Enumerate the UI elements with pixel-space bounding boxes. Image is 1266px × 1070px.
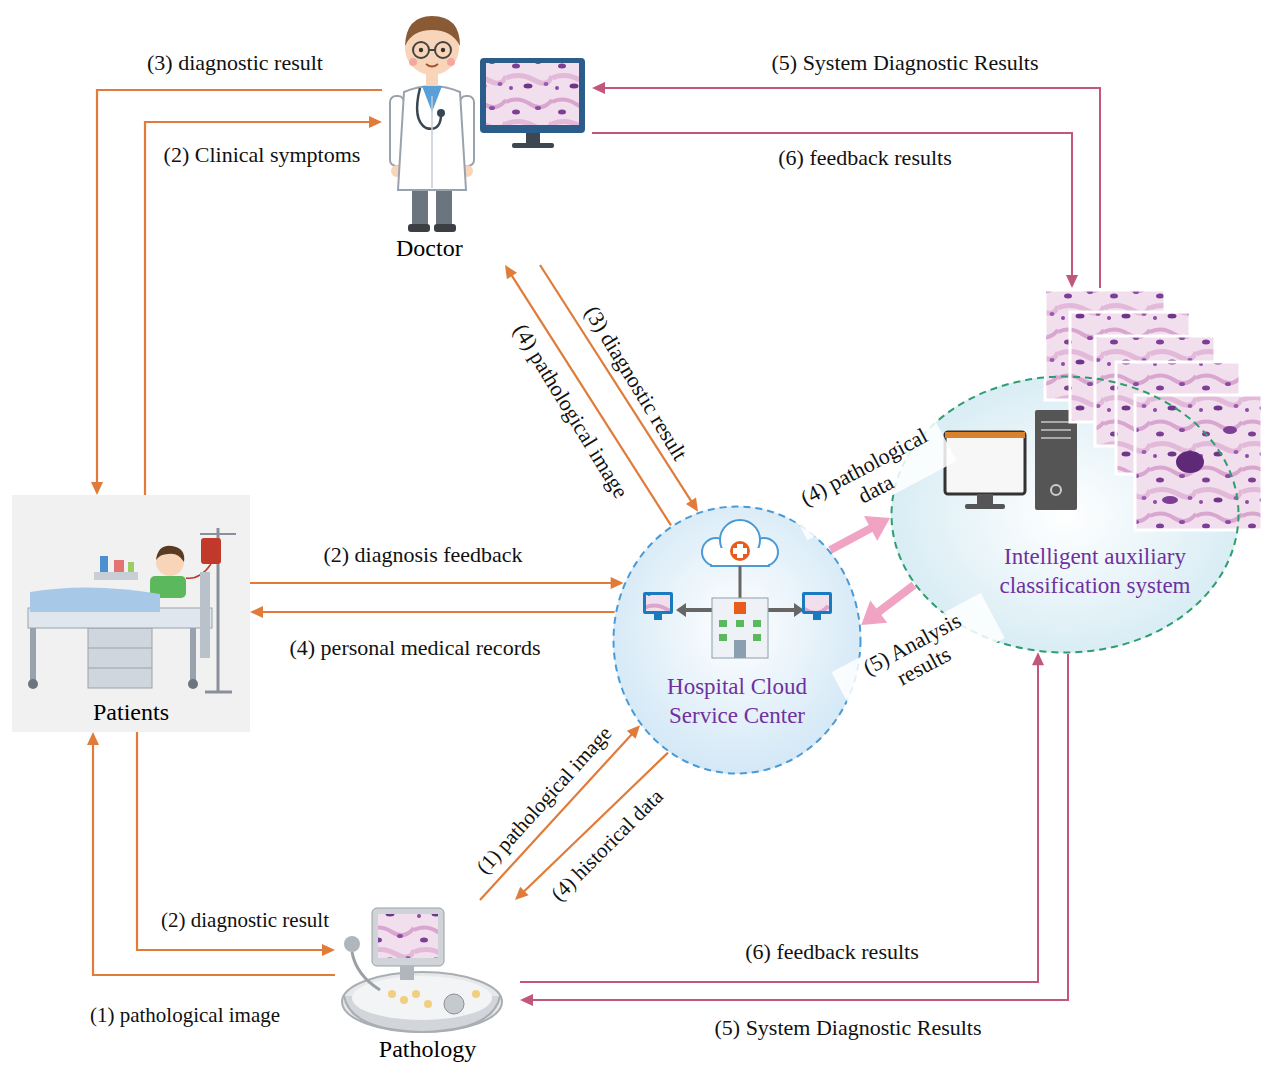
- node-box: Doctor: [382, 5, 592, 265]
- connector: [91, 90, 382, 495]
- arrowhead: [592, 82, 605, 94]
- arrowhead: [864, 516, 890, 541]
- arrowhead: [505, 265, 517, 279]
- arrowhead: [861, 601, 887, 625]
- edge-label: (4) pathological data: [784, 416, 957, 540]
- connector: [861, 585, 914, 625]
- arrowhead: [627, 725, 640, 739]
- node-box: Intelligent auxiliary classification sys…: [890, 288, 1262, 654]
- node-outline: [890, 288, 1262, 654]
- connector-line: [480, 732, 634, 900]
- pathology-images: [1045, 290, 1262, 530]
- edge-label: (2) Clinical symptoms: [162, 142, 363, 167]
- arrowhead: [1032, 652, 1044, 665]
- node-box: Hospital Cloud Service Center: [612, 505, 862, 775]
- node-label: Doctor: [396, 233, 506, 263]
- patients-ground: [12, 495, 250, 732]
- doctor-figure: [390, 16, 474, 232]
- connector-line: [601, 88, 1100, 288]
- connector-line: [529, 654, 1068, 1000]
- edge-label: (6) feedback results: [743, 939, 920, 964]
- connector: [592, 133, 1078, 288]
- arrowhead: [520, 994, 533, 1006]
- connector-line: [259, 611, 615, 613]
- dashed-ellipse: [892, 377, 1239, 653]
- node-outline: [612, 505, 862, 775]
- connector-line: [830, 525, 876, 550]
- connector-line: [592, 133, 1072, 279]
- computer-icon: [945, 410, 1077, 510]
- arrowhead: [1066, 275, 1078, 288]
- edge-label: (1) pathological image: [88, 1003, 282, 1027]
- connector: [87, 732, 335, 975]
- connector-line: [145, 122, 373, 495]
- pathology-device: [342, 908, 502, 1032]
- connector: [145, 116, 382, 495]
- arrowhead: [369, 116, 382, 128]
- edge-label: (5) System Diagnostic Results: [712, 1015, 983, 1040]
- edge-label: (5) System Diagnostic Results: [769, 50, 1040, 75]
- connector: [520, 654, 1068, 1006]
- node-box: Pathology: [335, 900, 520, 1068]
- dashed-ellipse: [614, 507, 861, 774]
- edge-label: (4) personal medical records: [287, 635, 542, 660]
- connector-line: [520, 661, 1038, 982]
- cloud-ground: [613, 506, 861, 774]
- edge-label: (5) Analysis results: [832, 593, 1005, 717]
- arrowhead: [322, 944, 335, 956]
- connector-line: [97, 90, 382, 486]
- patient-bed: [28, 528, 236, 692]
- node-box: Patients: [12, 495, 250, 732]
- connector: [250, 577, 624, 589]
- connector-line: [874, 585, 915, 616]
- arrowhead: [91, 482, 103, 495]
- arrowhead: [686, 498, 698, 512]
- connector: [137, 732, 335, 956]
- edge-label: (2) diagnostic result: [159, 908, 331, 932]
- edge-label: (2) diagnosis feedback: [321, 542, 524, 567]
- node-label: Hospital Cloud Service Center: [647, 673, 827, 731]
- arrowhead: [611, 577, 624, 589]
- arrowhead: [87, 732, 99, 745]
- cloud-icons: [643, 520, 832, 658]
- connector: [515, 753, 668, 900]
- edge-label: (4) historical data: [545, 783, 670, 908]
- connector: [520, 652, 1044, 982]
- node-label: Intelligent auxiliary classification sys…: [970, 543, 1220, 601]
- node-label: Pathology: [335, 1034, 520, 1064]
- edge-label: (6) feedback results: [776, 145, 953, 170]
- arrowhead: [250, 606, 263, 618]
- connector: [592, 82, 1100, 288]
- arrowhead: [515, 887, 529, 900]
- connector-line: [93, 741, 335, 975]
- node-label: Patients: [12, 697, 250, 727]
- edge-label: (3) diagnostic result: [145, 50, 325, 75]
- monitor-icon: [480, 58, 585, 148]
- connector: [250, 606, 615, 618]
- connector-line: [250, 582, 615, 584]
